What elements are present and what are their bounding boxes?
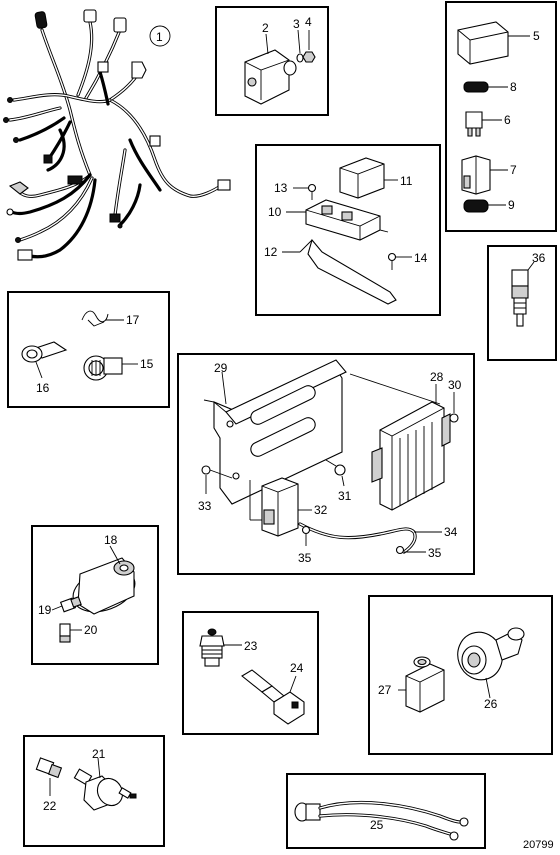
callout-33: 33 <box>198 499 212 513</box>
callout-5: 5 <box>533 29 540 43</box>
elbow-fitting-part-27 <box>405 656 445 713</box>
callout-21: 21 <box>92 747 106 761</box>
callout-25: 25 <box>370 818 384 832</box>
seal-part-9 <box>463 199 489 213</box>
callout-36: 36 <box>532 251 546 265</box>
callout-23: 23 <box>244 639 258 653</box>
connector-part-15 <box>83 355 123 381</box>
mounting-plate-part-12 <box>299 229 397 305</box>
reference-number: 20799 <box>523 839 554 851</box>
callout-15: 15 <box>140 357 154 371</box>
nut-part-4 <box>302 51 316 63</box>
callout-27: 27 <box>378 683 392 697</box>
group-box-26-27 <box>368 595 553 755</box>
callout-26: 26 <box>484 697 498 711</box>
screw-part-30 <box>449 413 459 423</box>
callout-24: 24 <box>290 661 304 675</box>
relay-bracket-part-10 <box>305 199 381 241</box>
control-module-part-28 <box>371 401 451 511</box>
callout-35b: 35 <box>428 546 442 560</box>
washer-part-3 <box>296 53 304 63</box>
cable-part-34 <box>298 522 417 554</box>
screw-part-31 <box>334 464 346 476</box>
group-box-10-14 <box>255 144 441 316</box>
knock-sensor-part-26 <box>457 627 525 681</box>
callout-11: 11 <box>400 174 413 188</box>
callout-35a: 35 <box>298 551 312 565</box>
callout-22: 22 <box>43 799 57 813</box>
group-box-28-35 <box>177 353 475 575</box>
fitting-part-19 <box>59 596 82 613</box>
wiring-harness <box>3 9 231 261</box>
callout-28: 28 <box>430 370 444 384</box>
screw-part-35a <box>301 525 311 535</box>
fuse-part-6 <box>465 111 483 137</box>
clip-part-17 <box>81 310 109 327</box>
relay-switch-part-2 <box>244 49 297 105</box>
oil-filter-part-18 <box>72 557 136 615</box>
pressure-sensor-part-23 <box>199 628 225 667</box>
group-box-15-17 <box>7 291 170 408</box>
screw-part-33 <box>201 465 211 475</box>
callout-29: 29 <box>214 361 228 375</box>
group-box-2-4 <box>215 6 329 116</box>
callout-12: 12 <box>264 245 278 259</box>
group-box-5-9 <box>445 1 557 232</box>
fitting-part-22 <box>35 757 63 779</box>
callout-31: 31 <box>338 489 352 503</box>
callout-16: 16 <box>36 381 50 395</box>
callout-2: 2 <box>262 21 269 35</box>
callout-13: 13 <box>274 181 288 195</box>
clamp-part-16 <box>21 341 68 363</box>
callout-34: 34 <box>444 525 458 539</box>
group-box-23-24 <box>182 611 319 735</box>
group-box-25 <box>286 773 486 849</box>
cable-part-25 <box>294 800 469 841</box>
callout-19: 19 <box>38 603 52 617</box>
adapter-part-20 <box>59 623 71 643</box>
mounting-bracket-part-29 <box>203 359 347 505</box>
callout-20: 20 <box>84 623 98 637</box>
relay-part-11 <box>339 157 385 199</box>
relay-part-32 <box>261 477 299 537</box>
temperature-sensor-part-24 <box>241 669 305 725</box>
callout-6: 6 <box>504 113 511 127</box>
seal-part-8 <box>463 81 489 93</box>
callout-3: 3 <box>293 17 300 31</box>
callout-10: 10 <box>268 205 282 219</box>
callout-18: 18 <box>104 533 118 547</box>
screw-part-35b <box>395 545 405 555</box>
group-box-21-22 <box>23 735 165 847</box>
sender-part-21 <box>73 768 137 811</box>
callout-30: 30 <box>448 378 462 392</box>
fuse-holder-cover-part-5 <box>457 21 509 65</box>
callout-7: 7 <box>510 163 517 177</box>
callout-4: 4 <box>305 15 312 29</box>
group-box-18-20 <box>31 525 159 665</box>
callout-9: 9 <box>508 198 515 212</box>
callout-17: 17 <box>126 313 140 327</box>
callout-32: 32 <box>314 503 328 517</box>
screw-part-14 <box>387 252 397 262</box>
screw-part-13 <box>307 183 317 193</box>
callout-8: 8 <box>510 80 517 94</box>
temperature-sender-part-36 <box>511 269 529 327</box>
callout-1: 1 <box>156 30 163 44</box>
fuse-holder-part-7 <box>461 155 491 195</box>
group-box-36 <box>487 245 557 361</box>
callout-14: 14 <box>414 251 428 265</box>
